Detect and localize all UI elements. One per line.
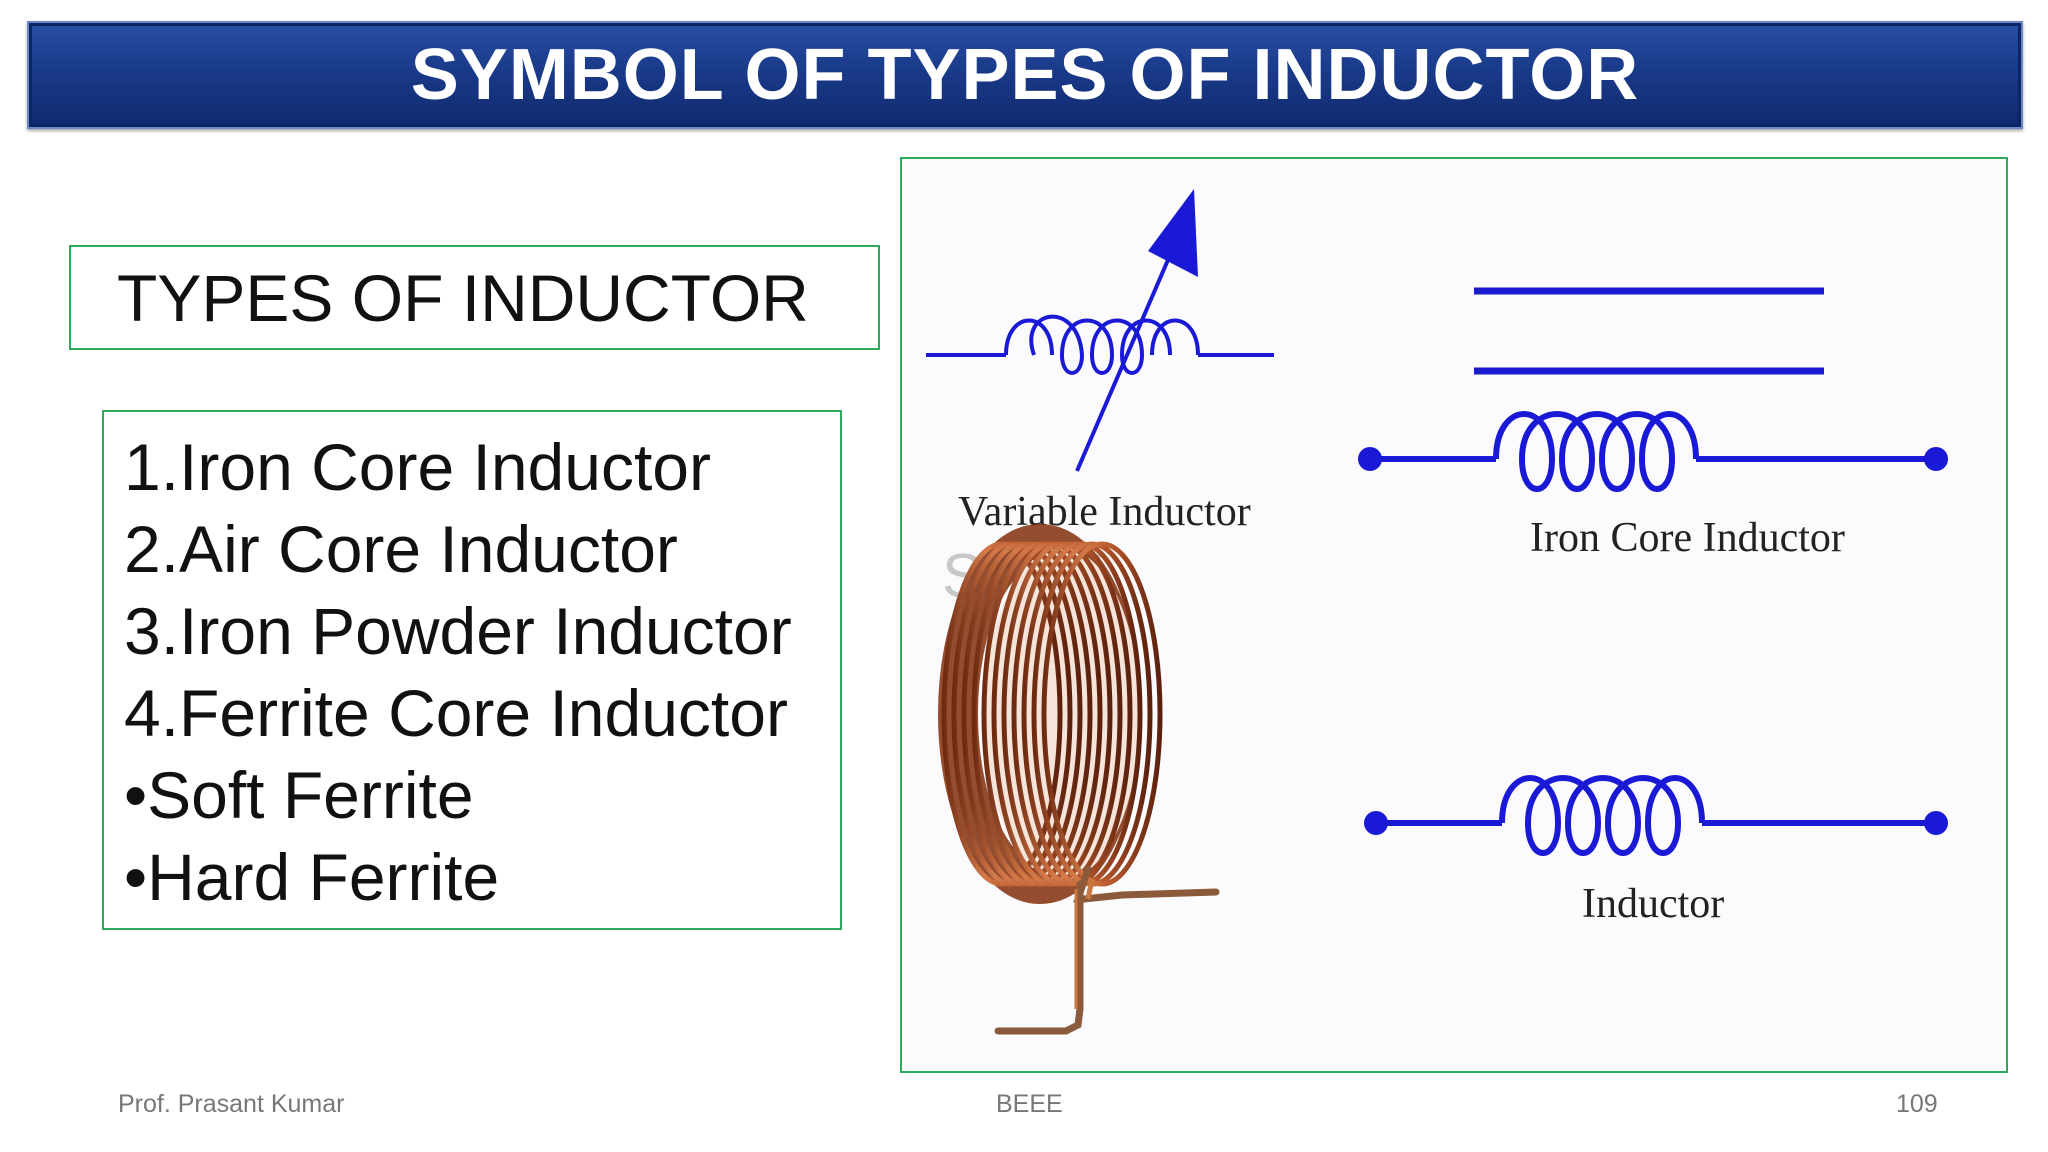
iron-core-inductor-label: Iron Core Inductor [1530, 515, 1845, 561]
footer-author: Prof. Prasant Kumar [118, 1090, 345, 1118]
slide-title: SYMBOL OF TYPES OF INDUCTOR [410, 35, 1640, 115]
types-heading: TYPES OF INDUCTOR [117, 260, 809, 335]
variable-inductor-arrow-head [1148, 189, 1198, 277]
types-heading-box: TYPES OF INDUCTOR [69, 245, 880, 350]
types-list-box: 1.Iron Core Inductor 2.Air Core Inductor… [102, 410, 842, 930]
list-item: 4.Ferrite Core Inductor [124, 676, 788, 750]
list-item: 3.Iron Powder Inductor [124, 594, 792, 668]
iron-core-inductor-symbol: Iron Core Inductor [1358, 287, 1948, 561]
copper-coil-image [938, 524, 1220, 1035]
footer-course: BEEE [996, 1090, 1063, 1118]
inductor-symbols-figure: Variable Inductor SAFE Iron Core Inducto… [900, 157, 2008, 1073]
inductor-symbol: Inductor [1364, 775, 1948, 927]
variable-inductor-coil [1004, 314, 1200, 375]
variable-inductor-arrow-shaft [1075, 238, 1179, 472]
inductor-label: Inductor [1582, 881, 1724, 927]
list-item: •Hard Ferrite [124, 840, 500, 914]
footer-page-number: 109 [1896, 1090, 1938, 1118]
variable-inductor-label: Variable Inductor [958, 489, 1251, 535]
iron-core-coil [1493, 411, 1699, 492]
types-list: 1.Iron Core Inductor 2.Air Core Inductor… [124, 426, 840, 918]
title-bar: SYMBOL OF TYPES OF INDUCTOR [27, 21, 2023, 129]
list-item: 2.Air Core Inductor [124, 512, 678, 586]
variable-inductor-symbol [926, 238, 1274, 472]
list-item: •Soft Ferrite [124, 758, 474, 832]
inductor-coil [1499, 775, 1705, 856]
inductor-symbols-svg: Variable Inductor SAFE Iron Core Inducto… [926, 189, 1948, 1035]
list-item: 1.Iron Core Inductor [124, 430, 711, 504]
